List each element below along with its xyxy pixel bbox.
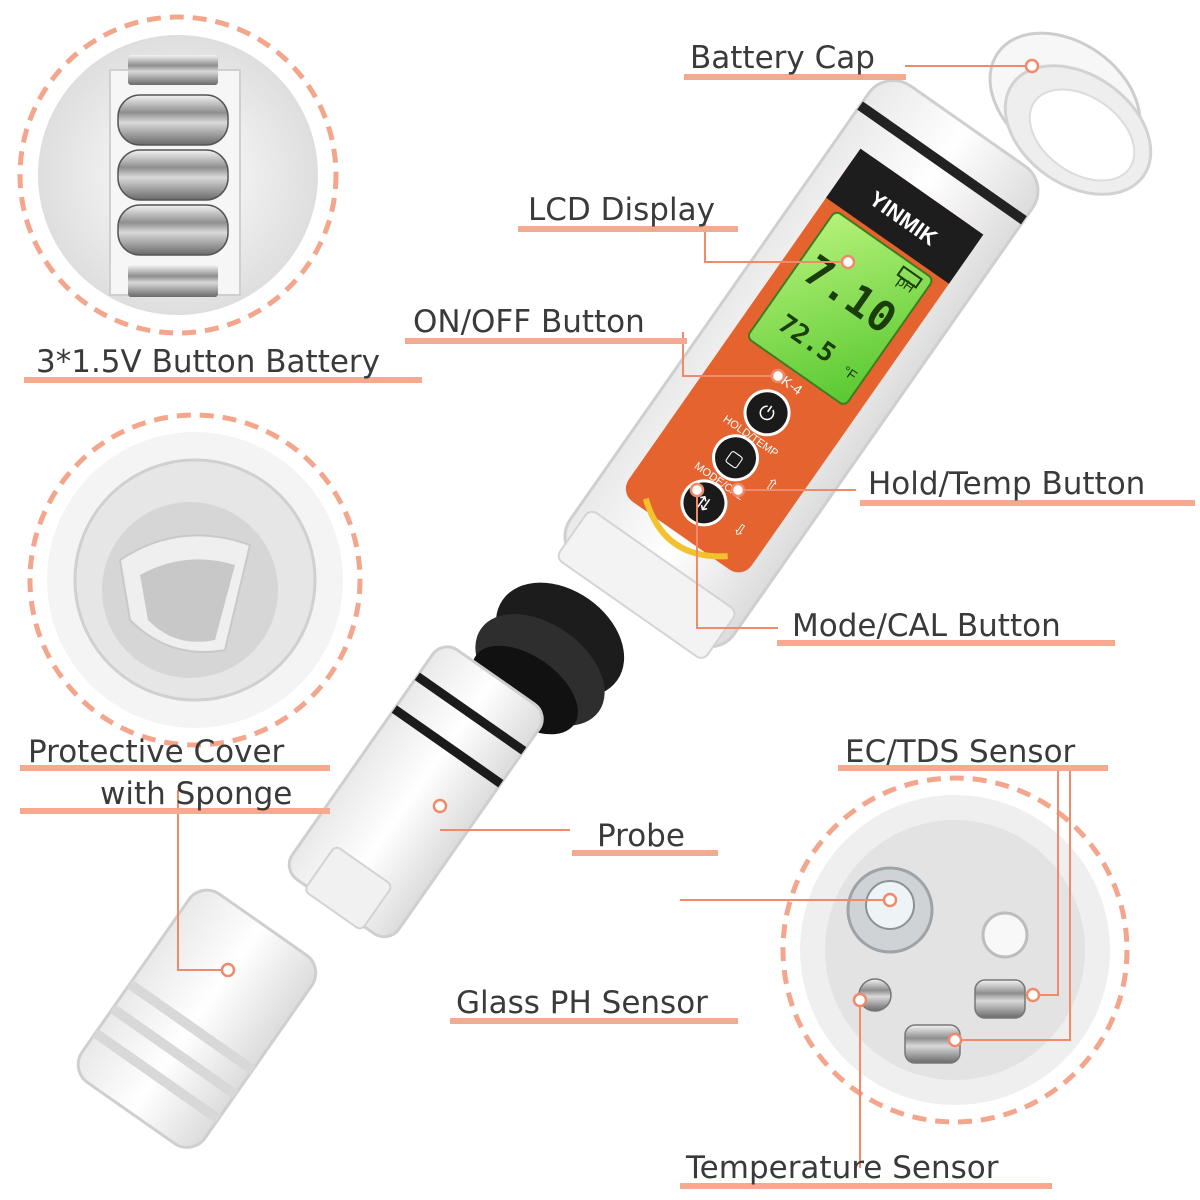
label-on-off-button: ON/OFF Button <box>413 304 645 340</box>
label-mode-cal-button: Mode/CAL Button <box>792 608 1061 644</box>
label-lcd-display: LCD Display <box>528 192 715 228</box>
label-protective-cover-2: with Sponge <box>100 776 292 812</box>
label-probe: Probe <box>597 818 685 854</box>
label-ec-tds-sensor: EC/TDS Sensor <box>845 734 1075 770</box>
label-glass-ph-sensor: Glass PH Sensor <box>456 985 708 1021</box>
label-battery-cap: Battery Cap <box>690 40 875 76</box>
label-temperature-sensor: Temperature Sensor <box>686 1150 998 1186</box>
protective-cap <box>70 882 325 1156</box>
button-cell <box>118 95 228 255</box>
label-hold-temp-button: Hold/Temp Button <box>868 466 1145 502</box>
sensor-inset <box>783 778 1127 1122</box>
label-button-battery: 3*1.5V Button Battery <box>36 344 380 380</box>
protective-cover-inset <box>30 415 360 745</box>
battery-inset <box>20 17 336 333</box>
label-protective-cover: Protective Cover <box>28 734 284 770</box>
meter-body <box>547 69 1049 667</box>
